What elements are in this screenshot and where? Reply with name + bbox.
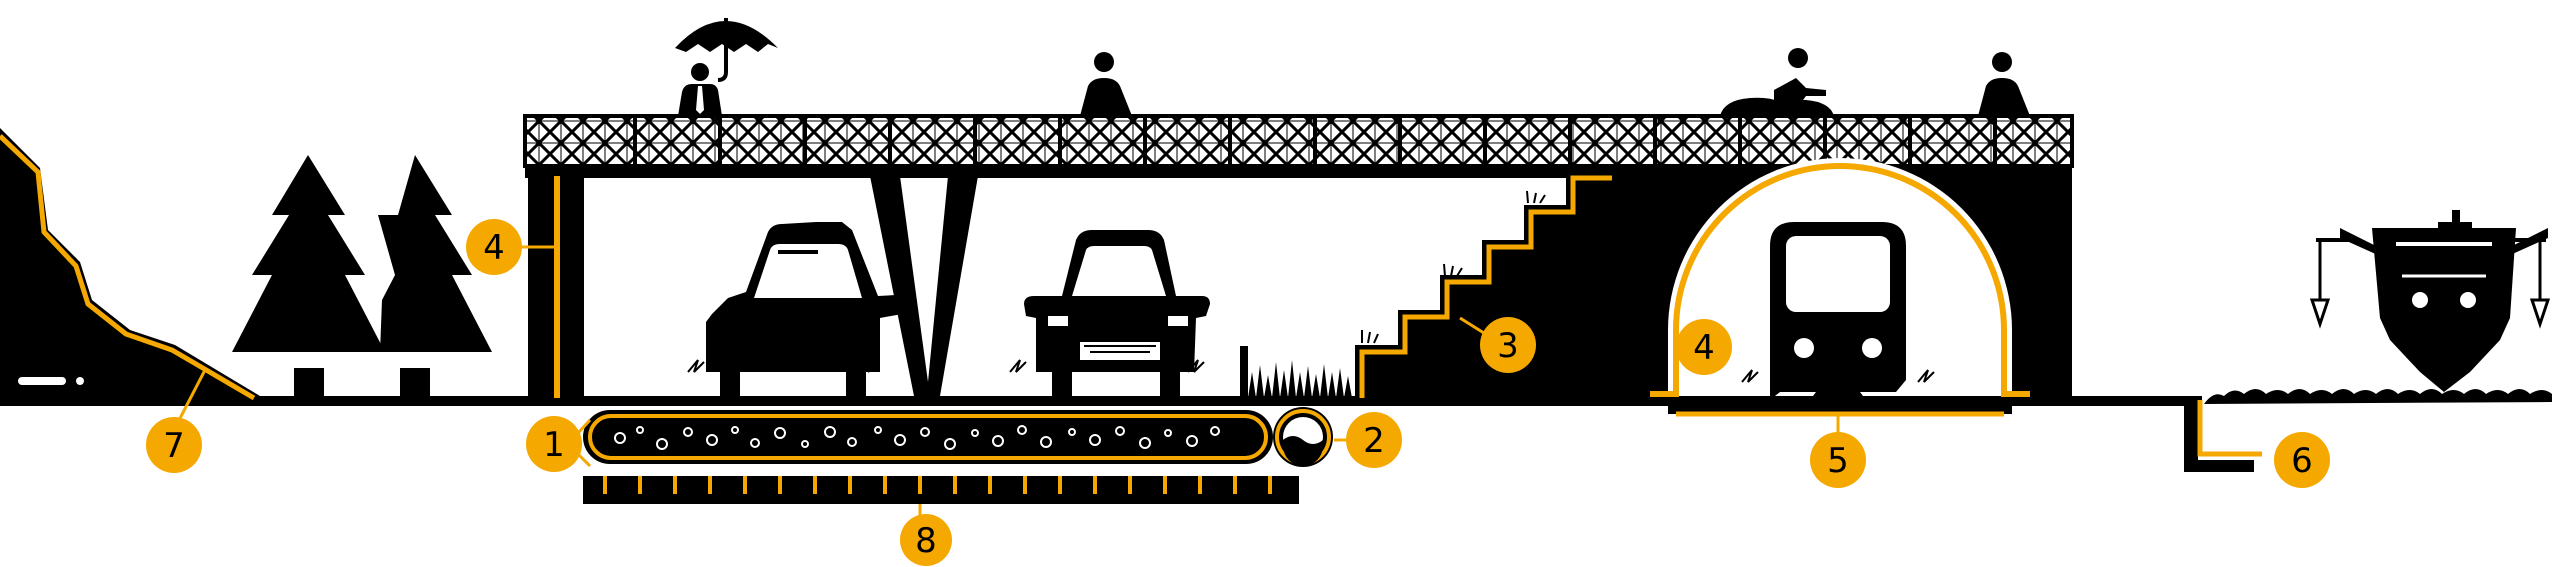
callout-1: 1 bbox=[526, 416, 582, 472]
callout-2: 2 bbox=[1346, 412, 1402, 468]
callout-6-label: 6 bbox=[2291, 441, 2313, 481]
pedestrian-icon bbox=[1978, 52, 2030, 116]
car-front-icon bbox=[1009, 230, 1210, 398]
callout-6: 6 bbox=[2274, 432, 2330, 488]
person-with-umbrella-icon bbox=[675, 18, 778, 116]
pedestrian-icon bbox=[1080, 52, 1132, 116]
pine-tree-icon bbox=[232, 155, 385, 398]
pipe-water-icon bbox=[1273, 407, 1333, 467]
car-rear-icon bbox=[687, 222, 916, 398]
callout-5-label: 5 bbox=[1827, 441, 1849, 481]
plant-sprout-icon bbox=[1361, 190, 1546, 344]
callout-4-left: 4 bbox=[466, 219, 522, 275]
pine-tree-icon bbox=[378, 155, 492, 398]
callout-1-label: 1 bbox=[543, 425, 565, 465]
callout-4-right-label: 4 bbox=[1693, 328, 1715, 368]
callout-5: 5 bbox=[1810, 432, 1866, 488]
train-icon bbox=[1741, 222, 1935, 400]
callout-3-label: 3 bbox=[1497, 326, 1519, 366]
ground bbox=[0, 396, 2262, 472]
callout-7: 7 bbox=[146, 417, 202, 473]
gravel-pipe-icon bbox=[583, 410, 1299, 520]
callout-7-label: 7 bbox=[163, 426, 185, 466]
water-waves bbox=[2204, 389, 2552, 404]
callout-3: 3 bbox=[1480, 317, 1536, 373]
callout-4-right: 4 bbox=[1676, 319, 1732, 375]
stairs bbox=[1355, 172, 1612, 398]
callout-2-label: 2 bbox=[1363, 421, 1385, 461]
callout-8-label: 8 bbox=[915, 521, 937, 561]
ship-icon bbox=[2309, 210, 2551, 392]
cyclist-icon bbox=[1720, 48, 1834, 116]
callout-4-left-label: 4 bbox=[483, 228, 505, 268]
grass-icon bbox=[1240, 346, 1352, 398]
callout-8: 8 bbox=[900, 514, 952, 566]
bridge-deck bbox=[523, 114, 2074, 400]
hillside-icon bbox=[0, 128, 260, 429]
